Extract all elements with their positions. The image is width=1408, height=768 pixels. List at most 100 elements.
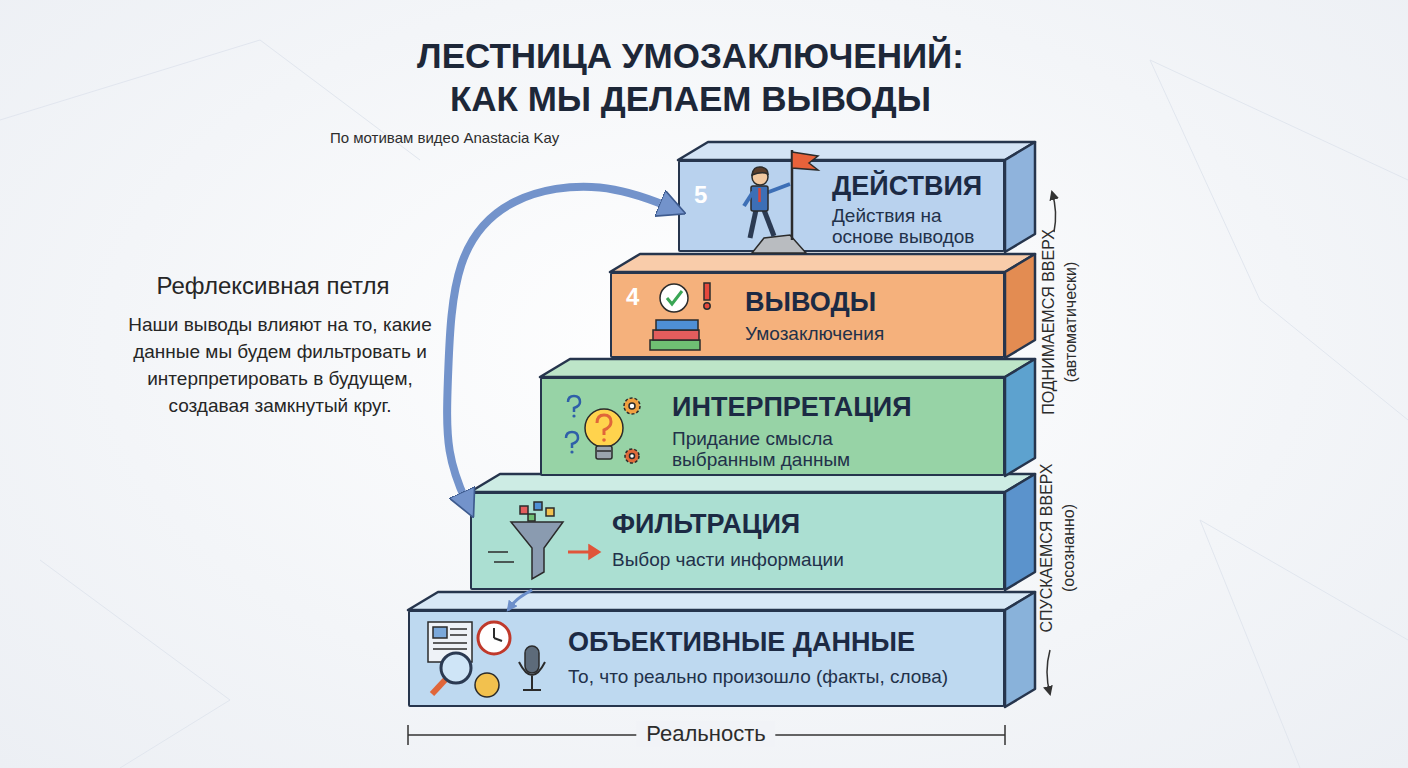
step-heading: ВЫВОДЫ xyxy=(745,288,876,318)
lightbulb-icon-part xyxy=(597,415,611,435)
facts-icon-part xyxy=(433,627,447,638)
background-network-part xyxy=(1260,300,1408,420)
background-network-part xyxy=(0,40,260,120)
step-heading: ФИЛЬТРАЦИЯ xyxy=(612,510,800,540)
facts-icon xyxy=(428,622,545,697)
books-icon-part xyxy=(704,303,710,309)
lightbulb-icon-part xyxy=(568,396,580,412)
books-icon-part xyxy=(704,283,710,300)
step-side-faces-part xyxy=(1005,474,1035,590)
step-number: 5 xyxy=(694,182,707,208)
background-network-part xyxy=(1200,520,1408,640)
funnel-icon-part xyxy=(488,551,508,553)
step-description: Умозаключения xyxy=(745,324,995,345)
direction-arrows-part xyxy=(1052,192,1056,232)
step-side-faces-part xyxy=(1005,592,1035,707)
reflexive-loop-arrow xyxy=(447,187,678,510)
climber-icon-part xyxy=(792,152,818,170)
stair-step: ФИЛЬТРАЦИЯ Выбор части информации xyxy=(470,492,1005,590)
facts-icon-part xyxy=(432,679,446,694)
step-heading: ОБЪЕКТИВНЫЕ ДАННЫЕ xyxy=(568,628,915,658)
reality-bracket xyxy=(408,725,1005,745)
facts-icon-part xyxy=(475,673,499,697)
facts-icon-part xyxy=(519,662,545,675)
facts-icon-part xyxy=(531,676,533,690)
reality-bracket-part xyxy=(407,725,409,745)
lightbulb-icon-part xyxy=(597,450,611,452)
climber-icon-part xyxy=(752,167,768,175)
reality-bracket-part xyxy=(408,734,1005,736)
step-description: Придание смысла выбранным данным xyxy=(672,429,887,471)
flow-arrow xyxy=(508,590,532,610)
books-icon-part xyxy=(660,284,688,312)
diagram-title: ЛЕСТНИЦА УМОЗАКЛЮЧЕНИЙ: КАК МЫ ДЕЛАЕМ ВЫ… xyxy=(387,34,994,120)
facts-icon-part xyxy=(478,622,510,654)
climber-icon-part xyxy=(751,186,768,211)
books-icon-part xyxy=(656,320,698,330)
books-icon xyxy=(650,283,710,350)
step-side-faces-part xyxy=(1005,142,1035,252)
facts-icon-part xyxy=(494,638,502,641)
direction-label: ПОДНИМАЕМСЯ ВВЕРХ (автоматически) xyxy=(1038,222,1082,422)
lightbulb-icon-part xyxy=(624,398,640,414)
lightbulb-icon-part xyxy=(585,409,623,447)
step-top-faces-part xyxy=(610,254,1035,272)
direction-label: СПУСКАЕМСЯ ВВЕРХ (осознанно) xyxy=(1036,448,1080,648)
books-icon-part xyxy=(650,340,700,350)
direction-arrows xyxy=(1047,192,1056,694)
lightbulb-icon-part xyxy=(596,446,612,459)
background-network xyxy=(0,40,1408,768)
climber-icon xyxy=(744,150,818,253)
books-icon-part xyxy=(667,291,682,304)
funnel-icon-part xyxy=(494,561,514,563)
background-network-part xyxy=(40,560,230,700)
lightbulb-icon-part xyxy=(629,403,635,409)
funnel-icon-part xyxy=(546,508,554,516)
step-top-faces-part xyxy=(408,592,1035,610)
stair-step: ОБЪЕКТИВНЫЕ ДАННЫЕ То, что реально произо… xyxy=(408,610,1005,707)
funnel-icon-part xyxy=(520,506,528,514)
step-top-faces-part xyxy=(678,142,1035,160)
connectors xyxy=(447,187,678,610)
lightbulb-icon-part xyxy=(572,414,575,417)
subtitle-caption: По мотивам видео Anastacia Kay xyxy=(330,129,559,146)
lightbulb-icon-part xyxy=(570,450,573,453)
background-network-part xyxy=(1200,520,1300,768)
facts-icon-part xyxy=(433,642,467,644)
stair-step: 5ДЕЙСТВИЯДействия на основе выводов xyxy=(678,160,1005,252)
axis-label: Реальность xyxy=(636,721,775,747)
step-top-faces-part xyxy=(540,359,1035,377)
funnel-icon-part xyxy=(528,514,535,521)
facts-icon-part xyxy=(493,628,495,638)
stair-step: ИНТЕРПРЕТАЦИЯ Придание смысла выбранным д… xyxy=(540,377,1005,476)
background-network-part xyxy=(120,700,230,768)
climber-icon-part xyxy=(766,184,790,193)
step-number: 4 xyxy=(626,284,639,310)
lightbulb-icon-part xyxy=(602,438,606,442)
step-heading: ИНТЕРПРЕТАЦИЯ xyxy=(672,393,912,423)
funnel-icon-part xyxy=(534,502,542,510)
facts-icon-part xyxy=(433,648,467,650)
direction-arrows-part xyxy=(1047,650,1050,694)
facts-icon-part xyxy=(428,622,472,662)
step-top-faces-part xyxy=(470,474,1035,492)
facts-icon-part xyxy=(525,646,539,673)
loop-description: Наши выводы влияют на то, какие данные м… xyxy=(121,311,439,419)
step-description: То, что реально произошло (факты, слова) xyxy=(568,667,998,688)
step-side-faces xyxy=(1005,142,1035,707)
step-description: Выбор части информации xyxy=(612,550,972,571)
funnel-icon-part xyxy=(589,545,600,559)
reality-bracket-part xyxy=(1004,725,1006,745)
climber-icon-part xyxy=(744,192,753,206)
facts-icon-part xyxy=(450,628,467,630)
climber-icon-part xyxy=(752,169,768,185)
step-side-faces-part xyxy=(1005,254,1035,358)
background-network-part xyxy=(1150,60,1408,180)
climber-icon-part xyxy=(750,210,756,238)
stair-step: 4 ВЫВОДЫ Умозаключения xyxy=(610,272,1005,358)
climber-icon-part xyxy=(758,188,761,202)
